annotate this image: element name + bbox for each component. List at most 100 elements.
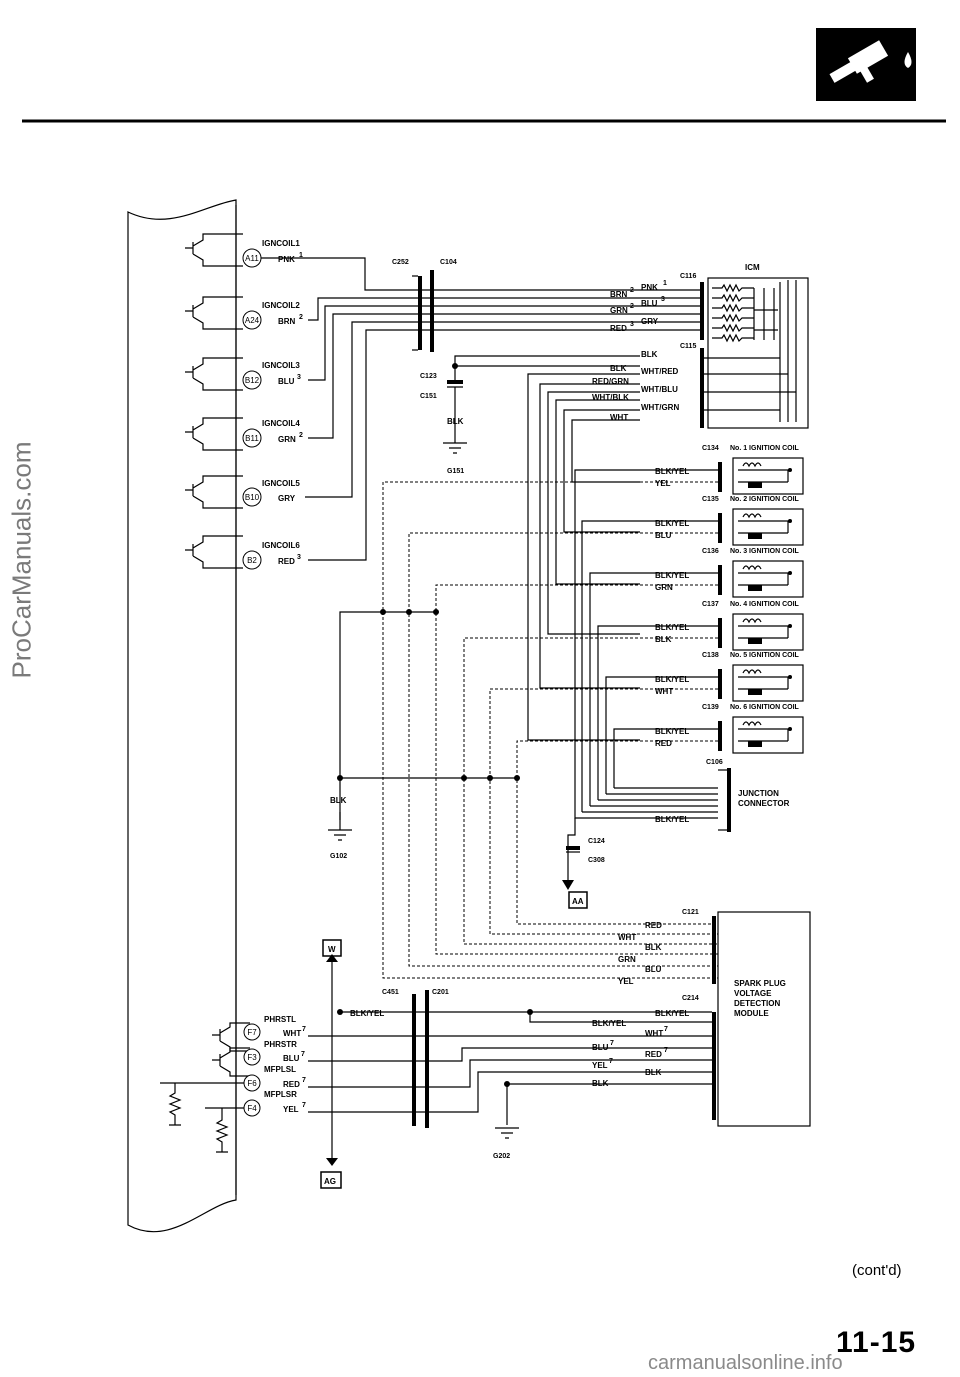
wire-color: WHT/BLU: [641, 385, 678, 394]
ecm-to-c104-wires: [261, 257, 640, 561]
coil-power-wire: BLK/YEL: [655, 467, 689, 476]
signal-name: IGNCOIL1: [262, 239, 300, 248]
coil-power-wire: BLK/YEL: [655, 727, 689, 736]
lower-wiring: [308, 939, 712, 1189]
wire-color: BLU: [592, 1043, 609, 1052]
wire-color: WHT: [645, 1029, 663, 1038]
wire-note: 2: [630, 287, 634, 294]
connector-c136: C136: [702, 548, 719, 555]
spark-module-title-4: MODULE: [734, 1009, 769, 1018]
bottom-watermark: carmanualsonline.info: [648, 1352, 843, 1374]
transistor-7: [212, 1022, 250, 1052]
wire-note: 7: [610, 1040, 614, 1047]
reference-aa-box: [568, 891, 588, 909]
signal-name: PHRSTR: [264, 1040, 297, 1049]
junction-title-1: JUNCTION: [738, 789, 779, 798]
connector-c124: C124: [588, 838, 605, 845]
wire-note: 7: [664, 1026, 668, 1033]
wire-note: 1: [299, 252, 303, 259]
wire-color: BLK: [645, 1068, 662, 1077]
ecm-outline: [127, 199, 237, 1233]
wire-note: 2: [299, 432, 303, 439]
coil-signal-wire: GRN: [655, 583, 673, 592]
wire-color: BLU: [283, 1054, 300, 1063]
wire-note: 7: [302, 1102, 306, 1109]
connector-c123: C123: [420, 373, 437, 380]
connector-c115: C115: [680, 343, 696, 350]
connector-c451: C451: [382, 989, 399, 996]
wire-color: BLK/YEL: [655, 1009, 689, 1018]
pin-id: F4: [247, 1104, 257, 1113]
spark-module-title-1: SPARK PLUG: [734, 979, 786, 988]
g151-branch: [443, 355, 640, 454]
ignition-coils: C134 No. 1 IGNITION COIL BLK/YEL YEL C13…: [655, 445, 804, 754]
connector-c138: C138: [702, 652, 719, 659]
connector-c104: C104: [440, 259, 457, 266]
wire-color: WHT/GRN: [641, 403, 679, 412]
fuel-nozzle-icon: [829, 40, 912, 83]
wire-color: BLK: [610, 364, 627, 373]
pin-id: B11: [245, 434, 259, 443]
wire-color: GRY: [278, 494, 296, 503]
wire-color: WHT/RED: [641, 367, 679, 376]
wire-color: BLU: [645, 965, 662, 974]
wire-color: YEL: [283, 1105, 299, 1114]
resistor-f6: [160, 1082, 250, 1126]
spark-module: [712, 911, 811, 1127]
transistor-3: [185, 357, 243, 391]
g102-branch: [328, 609, 520, 841]
connector-c134: C134: [702, 445, 719, 452]
ecm-pins: A11 A24 B12 B11 B10 B2 F7 F3 F6 F4: [242, 248, 262, 1117]
reference-aa: AA: [572, 897, 584, 906]
wire-note: 7: [609, 1058, 613, 1065]
icm-title: ICM: [745, 263, 760, 272]
ground-g202: G202: [493, 1153, 510, 1160]
pin-id: A24: [245, 316, 260, 325]
wire-color: PNK: [641, 283, 658, 292]
pin-id: F6: [247, 1079, 257, 1088]
wire-color: BLK: [330, 796, 347, 805]
coil-name: No. 1 IGNITION COIL: [730, 445, 800, 452]
connector-c135: C135: [702, 496, 719, 503]
wire-color: RED: [645, 1050, 662, 1059]
spark-module-title-2: VOLTAGE: [734, 989, 772, 998]
signal-name: IGNCOIL4: [262, 419, 300, 428]
wire-color: PNK: [278, 255, 295, 264]
coil-power-wires: [562, 469, 731, 890]
continued-note: (cont'd): [852, 1262, 902, 1279]
pin-id: F3: [247, 1053, 257, 1062]
wire-color: GRN: [610, 306, 628, 315]
signal-name: IGNCOIL3: [262, 361, 300, 370]
ground-g102: G102: [330, 853, 347, 860]
wire-color: RED: [645, 921, 662, 930]
wire-color: BRN: [610, 290, 628, 299]
junction-title-2: CONNECTOR: [738, 799, 790, 808]
icm-coil-wires: [527, 373, 640, 741]
wire-color: RED: [610, 324, 627, 333]
wire-color: RED: [283, 1080, 300, 1089]
coil-signal-wire: WHT: [655, 687, 673, 696]
connector-c139: C139: [702, 704, 719, 711]
wire-note: 2: [630, 303, 634, 310]
wire-note: 3: [630, 321, 634, 328]
pin-id: F7: [247, 1028, 257, 1037]
transistor-5: [185, 475, 243, 509]
wire-note: 7: [664, 1047, 668, 1054]
side-watermark: ProCarManuals.com: [6, 441, 37, 679]
coil-signal-dashed: [382, 481, 718, 979]
pin-id: B2: [247, 556, 257, 565]
wire-color: BLK: [592, 1079, 609, 1088]
wire-note: 7: [302, 1026, 306, 1033]
wire-color: BLU: [278, 377, 295, 386]
coil-name: No. 2 IGNITION COIL: [730, 496, 800, 503]
coil-signal-wire: RED: [655, 739, 672, 748]
wire-color: RED: [278, 557, 295, 566]
pin-id: B10: [245, 493, 260, 502]
pin-id: B12: [245, 376, 260, 385]
wire-color: YEL: [592, 1061, 608, 1070]
wire-color: BLK: [641, 350, 658, 359]
coil-power-wire: BLK/YEL: [655, 675, 689, 684]
coil-power-wire: BLK/YEL: [655, 571, 689, 580]
coil-name: No. 5 IGNITION COIL: [730, 652, 800, 659]
